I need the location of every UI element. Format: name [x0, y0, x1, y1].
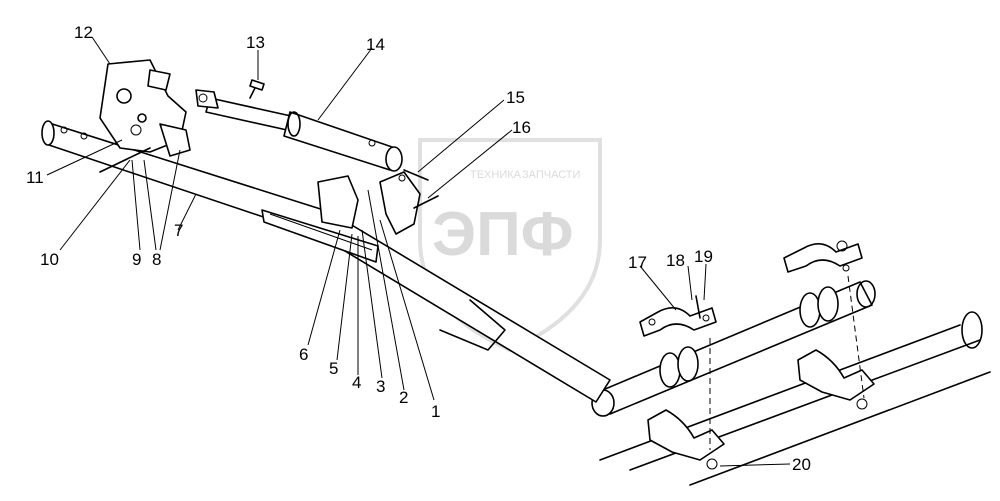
callout-8: 8 — [152, 250, 161, 269]
clamp-top-right — [783, 240, 863, 273]
leader-lines — [46, 36, 791, 467]
watermark-logo: ТЕХНИКА ЗАПЧАСТИ ЭПФ — [418, 138, 602, 353]
callout-labels: 1 2 3 4 5 6 7 8 9 10 11 12 13 14 15 16 1… — [26, 23, 811, 474]
lower-bracket-left — [647, 409, 725, 470]
callout-2: 2 — [399, 388, 408, 407]
watermark-letters: ЭПФ — [432, 200, 574, 269]
callout-5: 5 — [329, 359, 338, 378]
pivot-bracket — [379, 169, 439, 235]
callout-11: 11 — [26, 168, 44, 187]
callout-16: 16 — [512, 118, 531, 137]
axis-line-2 — [847, 275, 865, 399]
watermark-text-left: ТЕХНИКА — [470, 169, 522, 181]
callout-18: 18 — [666, 251, 685, 270]
callout-20: 20 — [792, 455, 811, 474]
callout-14: 14 — [366, 35, 385, 54]
bolt-13 — [249, 79, 265, 99]
callout-13: 13 — [246, 33, 265, 52]
callout-19: 19 — [694, 247, 713, 266]
bracket-12 — [99, 59, 191, 157]
lower-bracket-right — [797, 349, 875, 410]
stabilizer-bar — [591, 280, 876, 417]
watermark-text-right: ЗАПЧАСТИ — [522, 169, 580, 181]
callout-9: 9 — [132, 250, 141, 269]
callout-17: 17 — [628, 253, 647, 272]
callout-7: 7 — [174, 221, 183, 240]
callout-4: 4 — [352, 373, 361, 392]
bushing-right — [799, 292, 821, 328]
callout-12: 12 — [74, 23, 93, 42]
rod-fitting — [261, 175, 379, 263]
hydraulic-cylinder — [195, 89, 403, 172]
callout-15: 15 — [506, 88, 525, 107]
pin-10 — [99, 147, 151, 173]
callout-10: 10 — [40, 250, 59, 269]
bushing-left — [659, 352, 681, 388]
callout-1: 1 — [431, 402, 440, 421]
callout-6: 6 — [299, 345, 308, 364]
callout-3: 3 — [376, 377, 385, 396]
clamp-17 — [639, 295, 717, 337]
